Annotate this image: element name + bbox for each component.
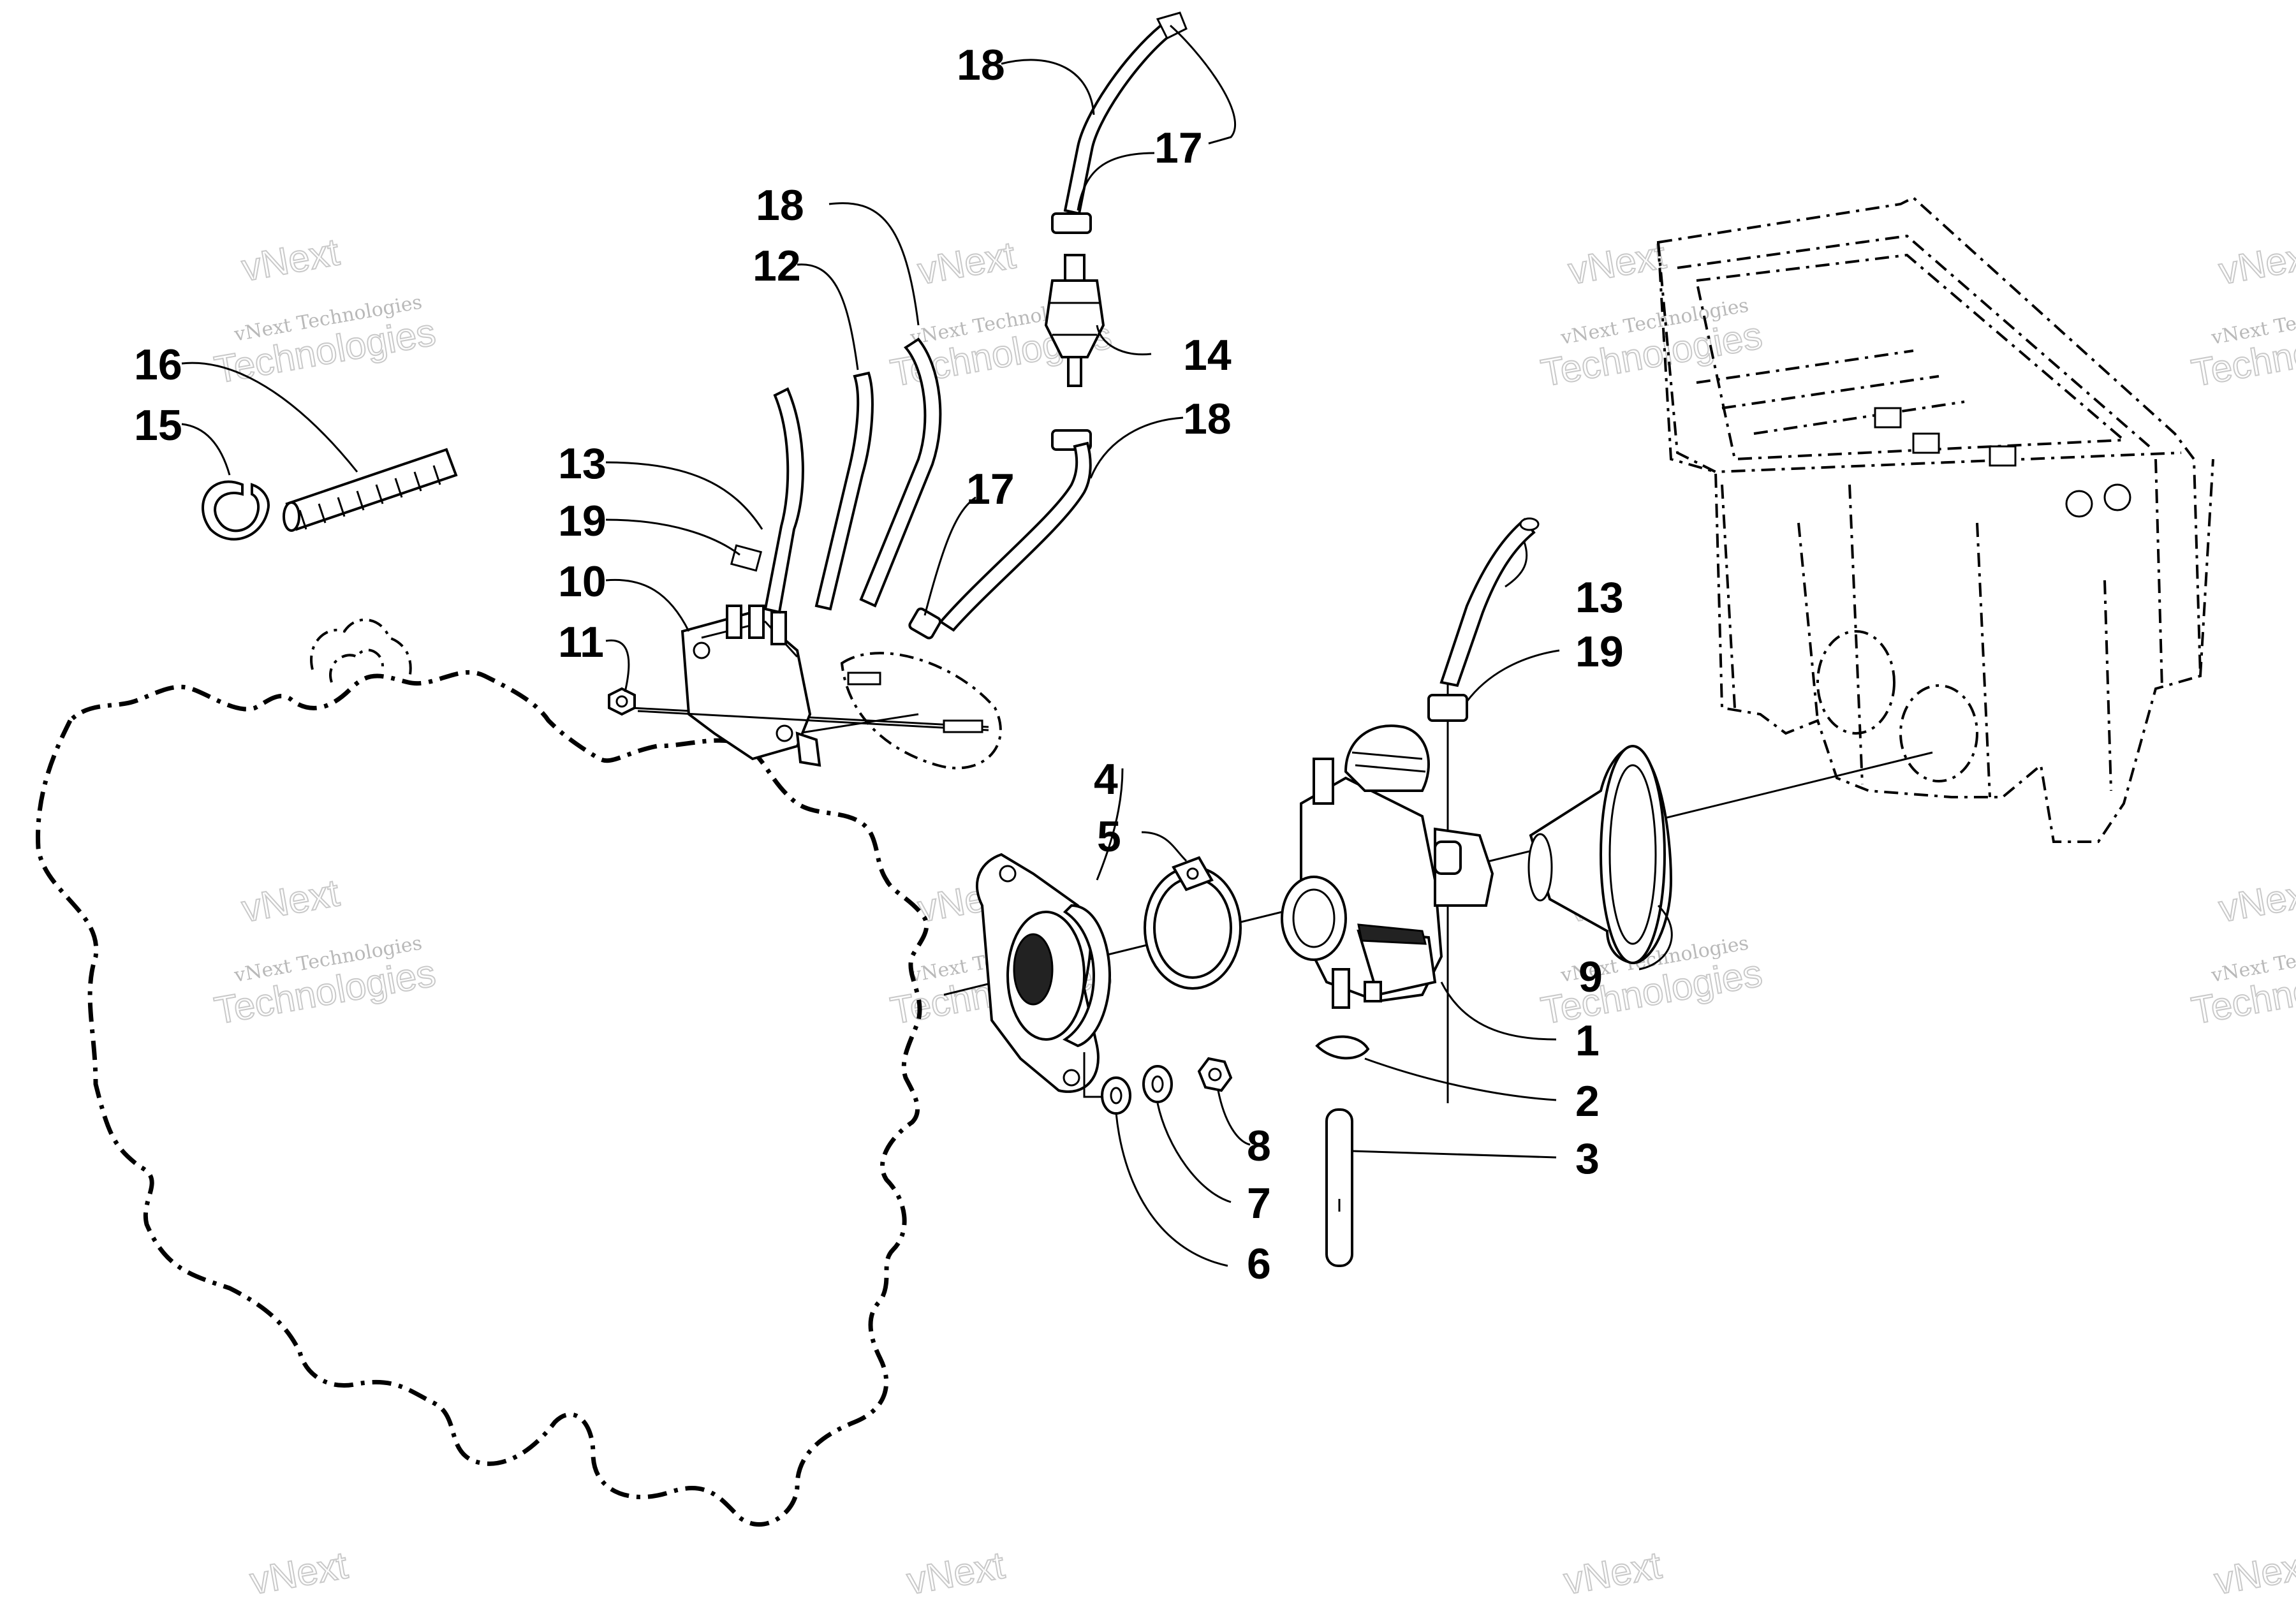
- watermark-10: vNext: [903, 1543, 1008, 1603]
- flange-nut-part: [1197, 1057, 1233, 1092]
- part-label-10: 10: [558, 557, 607, 606]
- part-label-15: 15: [134, 401, 182, 450]
- watermark-9: vNext: [246, 1543, 351, 1603]
- part-label-6: 6: [1247, 1240, 1271, 1288]
- part-label-19: 19: [558, 497, 607, 545]
- part-label-7: 7: [1247, 1179, 1271, 1228]
- hose-clamp: [1144, 856, 1242, 990]
- part-label-12: 12: [753, 242, 801, 290]
- part-label-14: 14: [1183, 331, 1232, 379]
- watermark-3: vNext vNext Technologies Technologies: [1537, 233, 1766, 395]
- watermark-text: vNext: [239, 230, 342, 290]
- part-label-17: 17: [966, 465, 1015, 513]
- engine-outline: [36, 619, 929, 1527]
- part-label-1: 1: [1575, 1016, 1600, 1065]
- watermark-text: vNext: [2216, 233, 2296, 293]
- watermark-1: vNext vNext Technologies Technologies: [210, 230, 439, 392]
- watermark-text: vNext: [915, 233, 1019, 293]
- watermark-text: vNext: [239, 871, 342, 930]
- watermark-4: vNext vNext Technologies Technologies: [2188, 233, 2296, 395]
- part-label-13: 13: [558, 439, 607, 488]
- air-box-bolt: [2065, 490, 2093, 518]
- vent-hose-right: [1427, 517, 1540, 722]
- intake-boot: [1527, 744, 1673, 965]
- fuel-filter-assembly: [908, 11, 1188, 640]
- part-label-19: 19: [1575, 627, 1624, 676]
- part-label-2: 2: [1575, 1077, 1600, 1126]
- overflow-tube-part: [1325, 1108, 1353, 1267]
- part-label-9: 9: [1578, 953, 1603, 1001]
- watermark-text: vNext: [2216, 871, 2296, 930]
- nut-part: [608, 687, 636, 716]
- part-label-5: 5: [1097, 812, 1121, 861]
- assembly-centerlines: [631, 663, 1933, 1103]
- carburetor: [1281, 724, 1494, 1009]
- watermark-text: vNext: [1565, 233, 1669, 293]
- callout-labels: 18 17 18 12 14 18 17 13 19 10 11 16 15 1…: [134, 41, 1624, 1288]
- watermark-11: vNext: [1560, 1543, 1665, 1603]
- intake-flange: [975, 853, 1112, 1093]
- watermarks: vNext vNext Technologies Technologies vN…: [210, 230, 2296, 1603]
- carb-clip-part: [1315, 1035, 1370, 1060]
- watermark-5: vNext vNext Technologies Technologies: [210, 870, 439, 1033]
- air-box-tab: [1874, 407, 1902, 429]
- watermark-text: vNext: [2211, 1543, 2296, 1603]
- part-label-18: 18: [756, 181, 804, 230]
- spring-part: [283, 448, 458, 532]
- part-label-11: 11: [558, 618, 604, 666]
- part-label-8: 8: [1247, 1122, 1271, 1170]
- air-box-tab: [1989, 445, 2017, 467]
- air-box-bolt: [2103, 483, 2131, 511]
- air-box-tab: [1912, 432, 1940, 454]
- hoses-left: [730, 337, 942, 614]
- part-label-3: 3: [1575, 1134, 1600, 1183]
- air-box-outline: [1656, 196, 2214, 843]
- leader-lines: [181, 24, 1673, 1267]
- washer-part: [1101, 1076, 1131, 1115]
- watermark-text: vNext: [904, 1543, 1008, 1603]
- clip-part: [202, 480, 270, 541]
- part-label-13: 13: [1575, 573, 1624, 622]
- part-label-16: 16: [134, 341, 182, 389]
- watermark-text: vNext: [247, 1543, 351, 1603]
- part-label-18: 18: [957, 41, 1005, 89]
- watermark-12: vNext: [2211, 1543, 2296, 1603]
- lock-washer-part: [1142, 1065, 1173, 1103]
- part-label-18: 18: [1183, 395, 1232, 443]
- watermark-text: vNext: [1561, 1543, 1665, 1603]
- watermark-8: vNext vNext Technologies Technologies: [2188, 870, 2296, 1033]
- fuel-pump: [637, 605, 1002, 770]
- part-label-17: 17: [1154, 124, 1203, 172]
- part-label-4: 4: [1094, 755, 1118, 804]
